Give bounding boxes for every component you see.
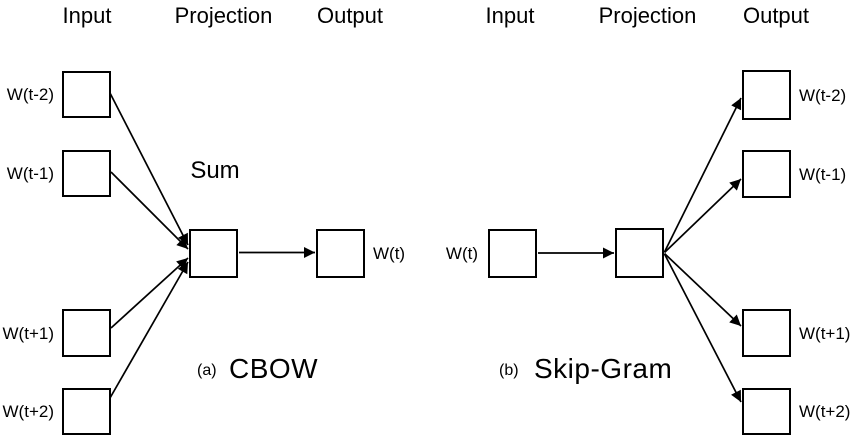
cbow-input-box-wt+2 [62,388,111,435]
cbow-caption-index: (a) [197,362,217,379]
cbow-header-projection: Projection [174,3,273,28]
skipgram-caption-index: (b) [499,362,519,379]
cbow-header-input: Input [62,3,112,28]
cbow-caption-title: CBOW [229,353,319,384]
skipgram-output-label-wt+1: W(t+1) [799,323,850,343]
cbow-output-box [316,229,365,278]
skipgram-output-box-wt-1 [742,150,791,198]
skipgram-input-label-wt: W(t) [445,244,478,263]
skipgram-output-label-wt-2: W(t-2) [799,85,847,105]
cbow-input-label-wt+2: W(t+2) [2,402,54,421]
skipgram-arrow-projection-to-wt+2 [663,253,742,403]
cbow-header-output: Output [316,3,384,28]
cbow-input-box-wt-2 [62,71,111,118]
skipgram-arrow-projection-to-wt+1 [663,252,742,327]
skipgram-output-label-wt-1: W(t-1) [799,164,847,184]
cbow-input-label-wt-1: W(t-1) [6,164,54,183]
skipgram-output-box-wt+2 [742,388,791,435]
skipgram-output-label-wt+2: W(t+2) [799,402,850,421]
cbow-arrow-wt+2-to-projection [109,261,189,399]
skipgram-header-projection: Projection [598,3,697,28]
cbow-input-label-wt+1: W(t+1) [2,323,54,343]
cbow-input-box-wt+1 [62,309,111,357]
skipgram-output-box-wt-2 [742,70,791,120]
skipgram-arrow-projection-to-wt-2 [663,97,742,253]
cbow-arrow-wt-1-to-projection [110,171,189,250]
cbow-output-label-wt: W(t) [373,244,406,263]
skipgram-caption-title: Skip-Gram [534,353,673,384]
cbow-input-label-wt-2: W(t-2) [6,85,54,104]
skipgram-output-box-wt+1 [742,309,791,357]
cbow-projection-box [189,229,238,278]
cbow-input-box-wt-1 [62,150,111,197]
skipgram-header-output: Output [742,3,810,28]
skipgram-arrow-projection-to-wt-1 [663,178,742,254]
cbow-arrow-wt-2-to-projection [109,92,189,246]
cbow-sum-label: Sum [190,157,240,184]
cbow-arrow-wt+1-to-projection [110,257,189,329]
skipgram-projection-box [615,228,664,278]
skipgram-input-box [488,229,537,278]
skipgram-header-input: Input [485,3,535,28]
